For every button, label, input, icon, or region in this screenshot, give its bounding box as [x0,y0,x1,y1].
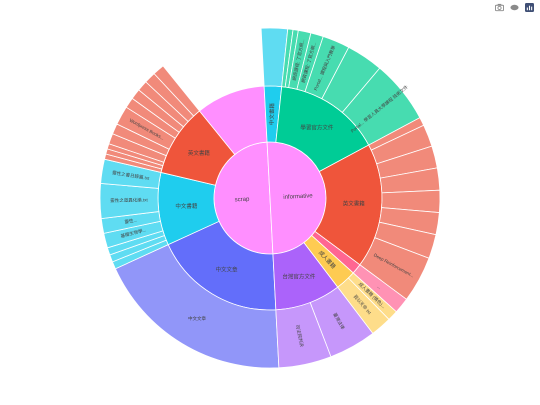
plotly-logo-icon[interactable] [525,3,534,12]
ring3-slice[interactable] [275,302,332,369]
modebar [495,3,534,12]
zoom-icon[interactable] [510,3,519,12]
camera-icon[interactable] [495,3,504,12]
